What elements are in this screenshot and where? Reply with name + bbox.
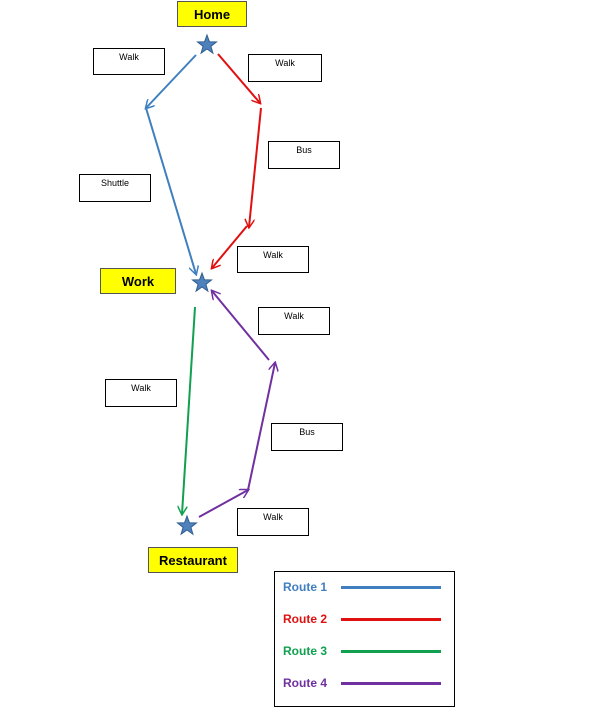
legend-line-route-1 (341, 586, 441, 589)
segment-label-walk: Walk (237, 508, 309, 536)
route-3-segment-walk (182, 306, 196, 514)
place-home: Home (177, 1, 247, 27)
legend-row-route-2: Route 2 (275, 609, 454, 629)
route-2-segment-bus (249, 107, 262, 227)
segment-label-walk: Walk (93, 48, 165, 75)
segment-label-walk: Walk (248, 54, 322, 82)
legend-line-route-4 (341, 682, 441, 685)
segment-label-walk: Walk (237, 246, 309, 273)
route-4-segment-walk-2 (212, 291, 270, 361)
legend-line-route-2 (341, 618, 441, 621)
segment-label-bus: Bus (268, 141, 340, 169)
legend-label-route-1: Route 1 (283, 580, 328, 594)
legend-row-route-3: Route 3 (275, 641, 454, 661)
segment-label-shuttle: Shuttle (79, 174, 151, 202)
legend-label-route-2: Route 2 (283, 612, 328, 626)
legend-label-route-4: Route 4 (283, 676, 328, 690)
legend: Route 1 Route 2 Route 3 Route 4 (274, 571, 455, 707)
route-1-segment-walk (146, 54, 197, 108)
legend-row-route-4: Route 4 (275, 673, 454, 693)
legend-label-route-3: Route 3 (283, 644, 328, 658)
route-4-segment-walk-1 (198, 490, 248, 518)
route-1-segment-shuttle (145, 107, 196, 274)
legend-line-route-3 (341, 650, 441, 653)
route-2-segment-walk-1 (217, 53, 260, 103)
legend-row-route-1: Route 1 (275, 577, 454, 597)
star-icon (196, 33, 218, 55)
star-icon (191, 271, 213, 293)
segment-label-walk: Walk (258, 307, 330, 335)
place-work: Work (100, 268, 176, 294)
route-4-segment-bus (247, 363, 275, 491)
segment-label-walk: Walk (105, 379, 177, 407)
place-restaurant: Restaurant (148, 547, 238, 573)
route-2-segment-walk-2 (212, 225, 248, 268)
star-icon (176, 514, 198, 536)
segment-label-bus: Bus (271, 423, 343, 451)
